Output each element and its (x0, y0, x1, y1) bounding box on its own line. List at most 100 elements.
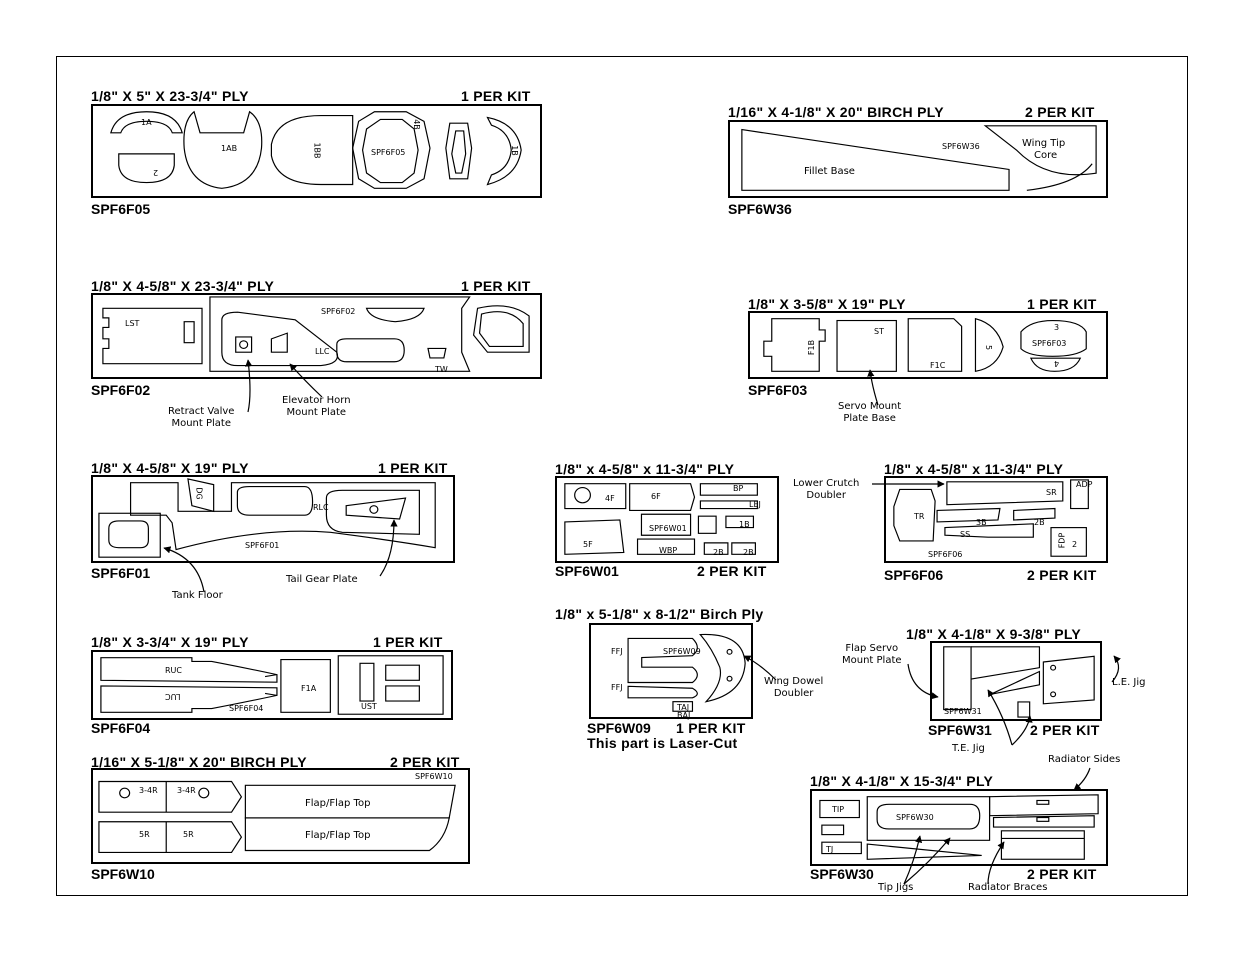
sheet-code-w31: SPF6W31 (928, 722, 992, 738)
part-label: LST (125, 319, 140, 328)
sheet-header-f02: 1/8" X 4-5/8" X 23-3/4" PLY (91, 278, 275, 294)
sheet-header-f06: 1/8" x 4-5/8" x 11-3/4" PLY (884, 461, 1064, 477)
sheet-qty-f01: 1 PER KIT (378, 460, 448, 476)
sheet-code-f06: SPF6F06 (884, 567, 944, 583)
callout-line: Doubler (773, 688, 814, 699)
sheet-parts-f06 (893, 479, 1089, 557)
sheet-qty-w36: 2 PER KIT (1025, 104, 1095, 120)
part-label: 3 (1054, 323, 1060, 332)
sheet-parts-w09 (627, 633, 746, 712)
part-label: SPF6W30 (896, 813, 934, 822)
part-label: TW (435, 365, 448, 374)
part-label: 2 (153, 168, 159, 177)
callout-te-jig: T.E. Jig (952, 743, 985, 754)
callout-line: Mount Plate (171, 418, 231, 429)
callout-line: Lower Crutch (793, 478, 860, 489)
sheet-parts-f05 (110, 110, 522, 189)
part-label: SPF6F02 (321, 307, 356, 316)
callout-line: Doubler (806, 490, 846, 501)
sheet-spf6f03: F1B ST F1C 5 3 SPF6F03 4 (748, 311, 1108, 379)
callout-radiator-braces: Radiator Braces (968, 882, 1048, 893)
sheet-spf6f04: RUC LUC SPF6F04 F1A UST (91, 650, 453, 720)
part-label: SPF6F03 (1032, 339, 1067, 348)
part-label: LUC (165, 692, 181, 701)
part-label: LLC (315, 347, 330, 356)
part-label: SPF6F06 (928, 550, 963, 559)
part-label: 2B (713, 548, 724, 557)
callout-flap-servo: Flap Servo Mount Plate (842, 643, 902, 667)
sheet-qty-f06: 2 PER KIT (1027, 567, 1097, 583)
part-label: TIP (832, 805, 845, 814)
part-label: 1B (739, 520, 750, 529)
part-label: Wing Tip (1022, 138, 1066, 149)
part-label: SPF6F01 (245, 541, 280, 550)
drawing-frame (56, 56, 1188, 896)
sheet-spf6w31: SPF6W31 (930, 641, 1102, 721)
sheet-qty-f04: 1 PER KIT (373, 634, 443, 650)
part-label: FDP (1057, 532, 1067, 549)
sheet-header-w36: 1/16" X 4-1/8" X 20" BIRCH PLY (728, 104, 944, 120)
callout-wing-dowel: Wing Dowel Doubler (764, 676, 823, 700)
part-label: 3-4R (177, 786, 196, 795)
part-label: BAJ (677, 711, 691, 720)
sheet-header-f05: 1/8" X 5" X 23-3/4" PLY (91, 88, 249, 104)
part-label: 1BB (312, 142, 322, 159)
part-label: F1A (301, 684, 317, 693)
sheet-header-f03: 1/8" X 3-5/8" X 19" PLY (748, 296, 906, 312)
part-label: 4F (605, 494, 615, 503)
callout-tail-gear: Tail Gear Plate (286, 574, 358, 585)
part-label: TAJ (677, 703, 690, 712)
part-label: 2 (1072, 540, 1078, 549)
callout-lower-crutch: Lower Crutch Doubler (793, 478, 859, 502)
sheet-parts-f01 (98, 478, 436, 558)
part-label: SPF6W31 (944, 707, 982, 716)
callout-servo-mount: Servo Mount Plate Base (838, 401, 901, 425)
callout-tank-floor: Tank Floor (172, 590, 223, 601)
sheet-qty-f03: 1 PER KIT (1027, 296, 1097, 312)
callout-line: Servo Mount (838, 401, 902, 412)
sheet-spf6f06: SR ADP TR 3B 2B SS SPF6F06 FDP 2 (884, 476, 1108, 563)
sheet-qty-w30: 2 PER KIT (1027, 866, 1097, 882)
part-label: 2B (1034, 518, 1045, 527)
part-label: SPF6F05 (371, 148, 406, 157)
sheet-spf6w10: SPF6W10 3-4R 3-4R 5R 5R Flap/Flap Top Fl… (91, 768, 470, 864)
callout-le-jig: L.E. Jig (1112, 677, 1146, 688)
sheet-code-w30: SPF6W30 (810, 866, 874, 882)
part-label: SPF6F04 (229, 704, 264, 713)
callout-elevator-horn: Elevator Horn Mount Plate (282, 395, 351, 419)
part-label: 6F (651, 492, 661, 501)
sheet-spf6w09: FFJ SPF6W09 FFJ TAJ BAJ (589, 623, 753, 720)
sheet-parts-w30 (819, 794, 1099, 860)
part-label: RUC (165, 666, 182, 675)
part-label: 5 (984, 344, 994, 351)
part-label: Fillet Base (804, 166, 855, 177)
part-label: BP (733, 484, 744, 493)
part-label: 1A (141, 118, 152, 127)
sheet-note-w09: This part is Laser-Cut (587, 735, 738, 751)
sheet-header-w01: 1/8" x 4-5/8" x 11-3/4" PLY (555, 461, 735, 477)
sheet-header-w30: 1/8" X 4-1/8" X 15-3/4" PLY (810, 773, 994, 789)
part-label: ADP (1076, 480, 1093, 489)
callout-line: Mount Plate (286, 407, 347, 418)
callout-line: Plate Base (843, 413, 896, 424)
part-label: LEJ (749, 500, 761, 509)
part-label: Flap/Flap Top (305, 830, 371, 841)
part-label: 4B (411, 119, 421, 130)
part-label: ST (874, 327, 884, 336)
sheet-parts-w36 (741, 125, 1097, 191)
part-label: 1B (509, 145, 519, 156)
part-label: FFJ (611, 683, 623, 692)
sheet-parts-w31 (943, 646, 1095, 718)
sheet-code-f01: SPF6F01 (91, 565, 151, 581)
callout-retract-valve: Retract Valve Mount Plate (168, 406, 234, 430)
sheet-parts-w10 (98, 780, 456, 853)
part-label: 5F (583, 540, 593, 549)
part-label: SPF6W36 (942, 142, 980, 151)
sheet-qty-w01: 2 PER KIT (697, 563, 767, 579)
part-label: WBP (659, 546, 678, 555)
part-label: DG (194, 487, 204, 500)
sheet-spf6f01: DG RLC SPF6F01 (91, 475, 455, 563)
sheet-code-w36: SPF6W36 (728, 201, 792, 217)
part-label: 4 (1054, 359, 1060, 368)
part-label: TJ (826, 845, 834, 854)
